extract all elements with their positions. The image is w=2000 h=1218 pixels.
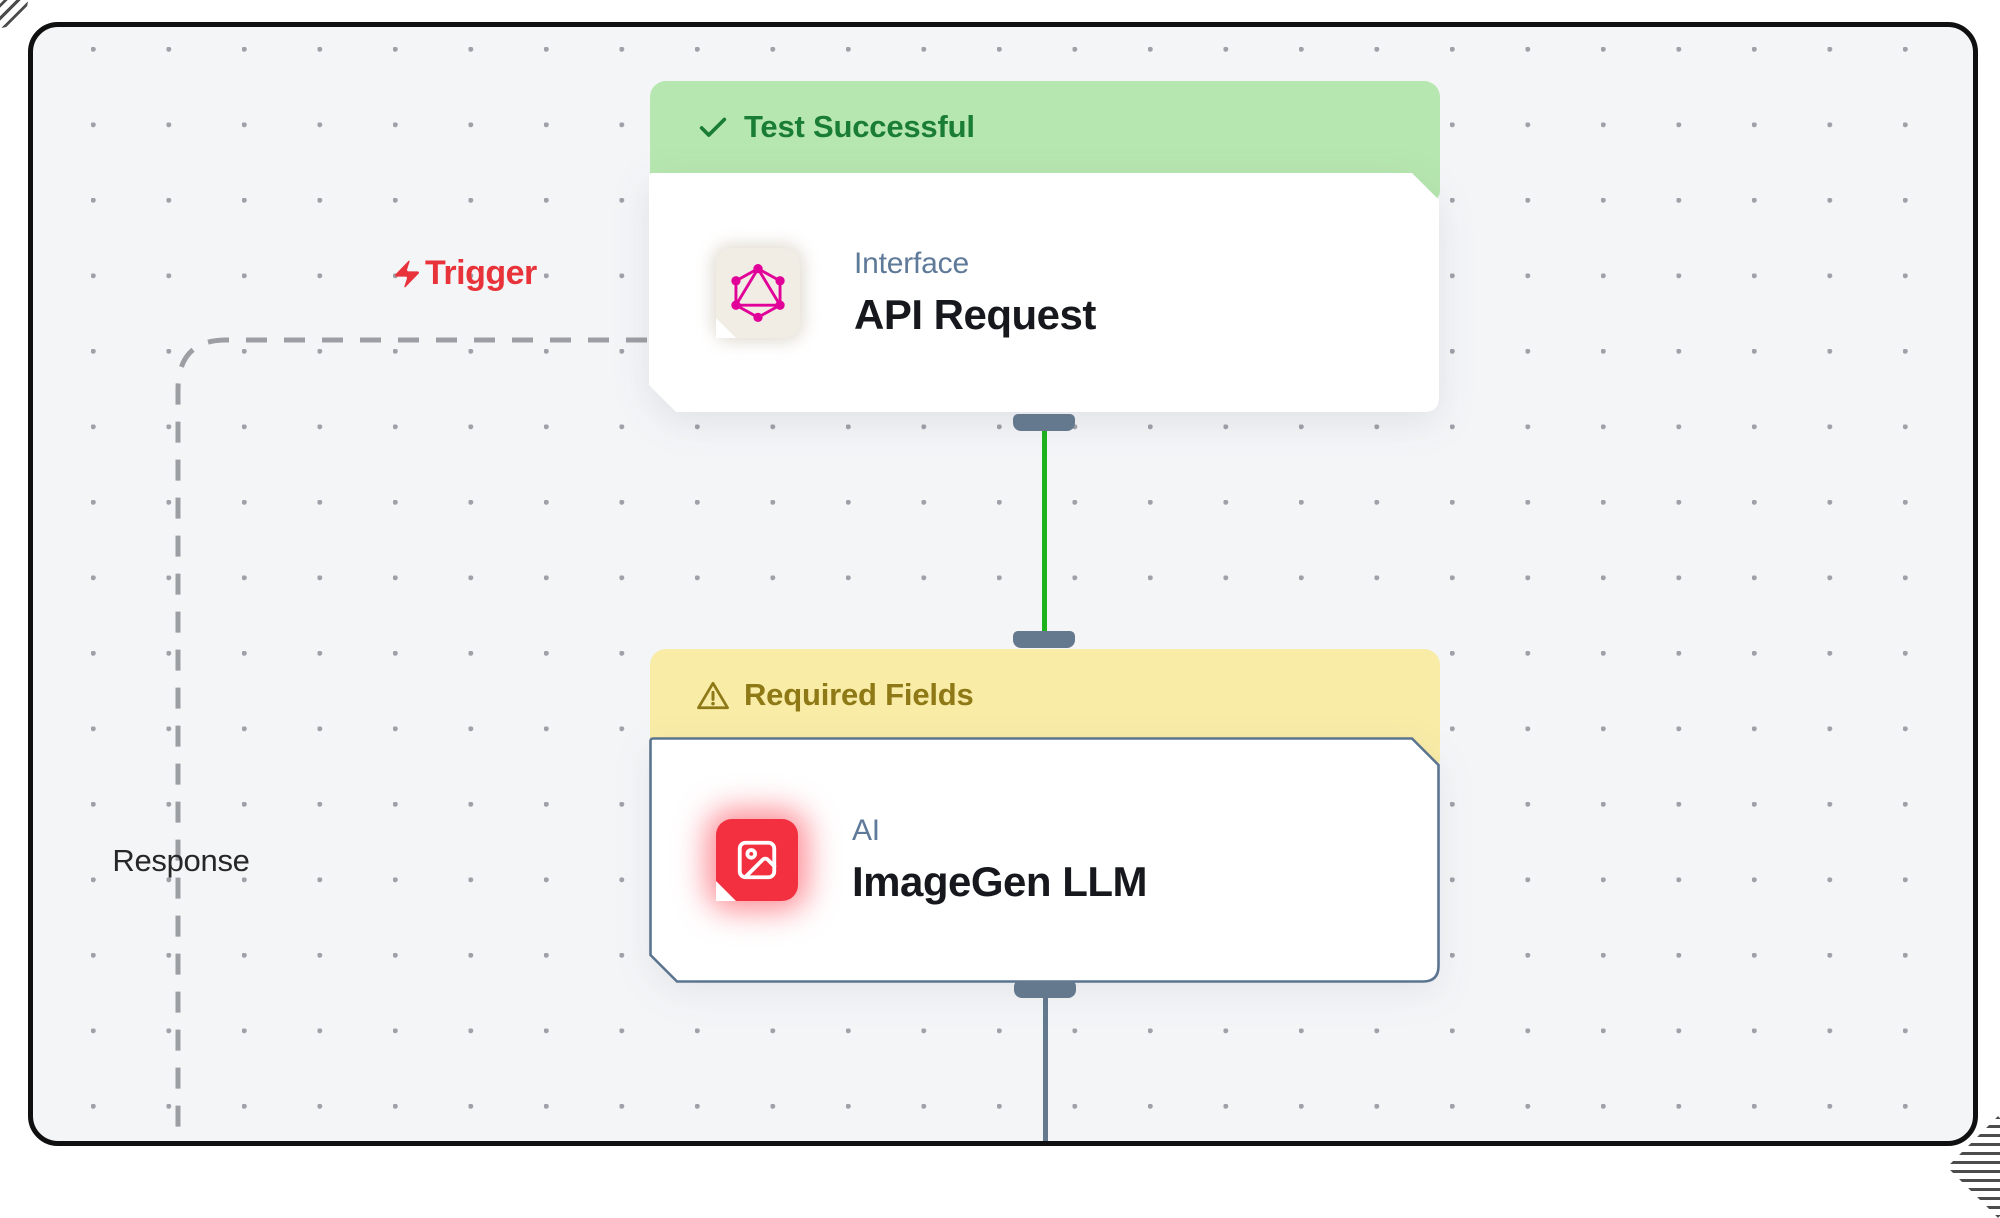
node-card-content: Interface API Request	[649, 173, 1440, 413]
port-imagegen-input[interactable]	[1013, 631, 1075, 648]
node-category-label: AI	[852, 814, 880, 847]
edge-api-to-imagegen[interactable]	[1042, 424, 1047, 640]
node-card-shape	[649, 737, 1440, 983]
graphql-icon	[731, 264, 785, 322]
response-edge-path[interactable]	[175, 337, 647, 1144]
response-edge	[175, 337, 647, 1144]
node-card-content: AI ImageGen LLM	[649, 737, 1440, 983]
status-banner-label: Required Fields	[744, 677, 974, 712]
trigger-label-text: Trigger	[425, 254, 537, 292]
node-category-label: Interface	[854, 247, 969, 280]
node-text-block: AI ImageGen LLM	[852, 814, 1148, 906]
tile-corner-notch	[716, 881, 736, 901]
node-title: ImageGen LLM	[852, 858, 1148, 905]
check-icon	[699, 117, 727, 137]
node-title: API Request	[854, 291, 1096, 338]
node-icon-tile	[716, 819, 798, 901]
image-icon	[737, 840, 777, 880]
edge-imagegen-output[interactable]	[1043, 990, 1048, 1143]
warning-icon	[697, 681, 729, 710]
lightning-bolt-icon	[394, 260, 420, 287]
node-icon-tile	[716, 248, 800, 338]
node-api-request[interactable]: Test Successful Interface API Request	[649, 81, 1440, 412]
port-imagegen-output[interactable]	[1014, 981, 1076, 998]
response-edge-label[interactable]: Response	[112, 843, 250, 878]
node-card-shape	[649, 173, 1439, 412]
trigger-edge-label[interactable]: Trigger	[391, 254, 537, 293]
port-api-request-output[interactable]	[1013, 414, 1075, 431]
node-text-block: Interface API Request	[854, 247, 1096, 339]
status-banner-label: Test Successful	[744, 109, 975, 144]
node-imagegen-llm[interactable]: Required Fields AI ImageGen LLM	[649, 649, 1440, 983]
